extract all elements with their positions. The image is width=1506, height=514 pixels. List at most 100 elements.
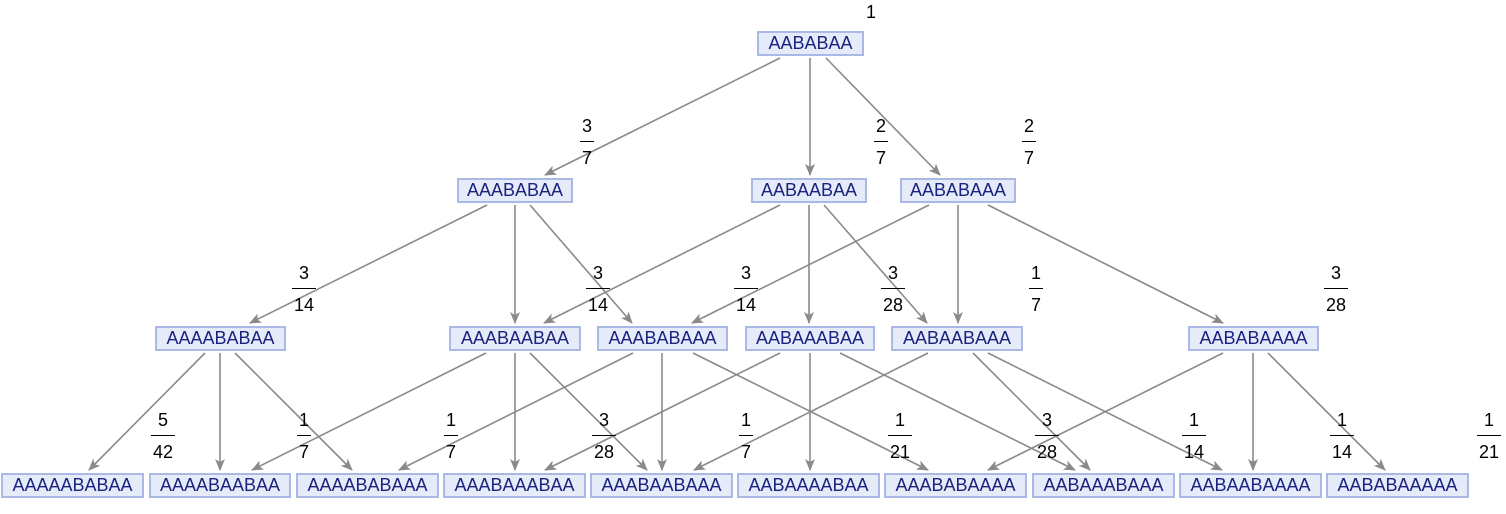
tree-node[interactable]: AAAABABAA (155, 326, 286, 351)
fraction-denominator: 7 (1023, 148, 1035, 168)
tree-node[interactable]: AABAABAAAA (1179, 473, 1322, 498)
fraction-denominator: 14 (735, 295, 757, 315)
tree-node[interactable]: AABABAAAAA (1326, 473, 1469, 498)
tree-node[interactable]: AABAAAABAA (737, 473, 880, 498)
fraction-bar (585, 288, 611, 289)
tree-node[interactable]: AABABAAA (900, 178, 1016, 203)
fraction-bar (887, 435, 913, 436)
tree-node[interactable]: AAABAABAAA (590, 473, 733, 498)
root-probability-label: 1 (865, 2, 877, 22)
fraction-numerator: 2 (875, 116, 887, 136)
fraction-denominator: 14 (293, 295, 315, 315)
edge-arrow (693, 352, 929, 471)
tree-node[interactable]: AAAABAABAA (149, 473, 291, 498)
tree-node[interactable]: AABAAABAAA (1032, 473, 1175, 498)
fraction-numerator: 3 (1330, 263, 1341, 283)
probability-fraction: 1 21 (1476, 410, 1502, 462)
fraction-bar (296, 435, 312, 436)
probability-fraction: 5 42 (150, 410, 176, 462)
probability-fraction: 1 14 (1329, 410, 1355, 462)
fraction-numerator: 1 (740, 410, 752, 430)
fraction-numerator: 1 (1483, 410, 1494, 430)
probability-fraction: 3 14 (291, 263, 317, 315)
fraction-denominator: 28 (593, 442, 615, 462)
probability-fraction: 3 14 (585, 263, 611, 315)
probability-fraction: 3 28 (1323, 263, 1349, 315)
tree-node[interactable]: AABAAABAA (745, 326, 875, 351)
tree-node[interactable]: AABABAAAA (1188, 326, 1319, 351)
fraction-numerator: 3 (1041, 410, 1052, 430)
fraction-denominator: 42 (152, 442, 174, 462)
fraction-numerator: 3 (581, 116, 593, 136)
fraction-denominator: 7 (740, 442, 752, 462)
tree-node[interactable]: AAABABAAAA (884, 473, 1027, 498)
fraction-numerator: 1 (445, 410, 457, 430)
fraction-numerator: 5 (157, 410, 168, 430)
edge-arrow (544, 352, 781, 471)
fraction-bar (1021, 141, 1037, 142)
edge-arrow (398, 352, 634, 471)
fraction-denominator: 28 (1036, 442, 1058, 462)
fraction-numerator: 1 (1188, 410, 1199, 430)
fraction-bar (579, 141, 595, 142)
fraction-numerator: 3 (592, 263, 603, 283)
fraction-bar (1028, 288, 1044, 289)
fraction-bar (738, 435, 754, 436)
fraction-numerator: 3 (740, 263, 751, 283)
fraction-bar (733, 288, 759, 289)
tree-node[interactable]: AABAABAAA (891, 326, 1023, 351)
edge-arrow (529, 204, 633, 324)
fraction-numerator: 1 (894, 410, 905, 430)
fraction-denominator: 14 (1331, 442, 1353, 462)
tree-node[interactable]: AAABABAA (457, 178, 573, 203)
fraction-numerator: 2 (1023, 116, 1035, 136)
fraction-denominator: 14 (587, 295, 609, 315)
fraction-bar (1329, 435, 1355, 436)
tree-node[interactable]: AABAABAA (751, 178, 867, 203)
fraction-denominator: 21 (1478, 442, 1500, 462)
edge-arrow (88, 352, 206, 471)
tree-node[interactable]: AAABAABAA (449, 326, 581, 351)
tree-node[interactable]: AAAABABAAA (296, 473, 439, 498)
fraction-numerator: 1 (1336, 410, 1347, 430)
edge-arrow (972, 352, 1091, 471)
fraction-bar (880, 288, 906, 289)
edge-arrow (823, 204, 928, 324)
fraction-numerator: 3 (887, 263, 898, 283)
fraction-numerator: 1 (1030, 263, 1042, 283)
tree-node[interactable]: AAAAABABAA (1, 473, 144, 498)
fraction-numerator: 3 (298, 263, 309, 283)
tree-node[interactable]: AAABABAAA (597, 326, 728, 351)
edge-arrow (691, 204, 930, 324)
edge-arrow (544, 57, 781, 176)
edge-arrow (251, 352, 487, 471)
fraction-bar (1181, 435, 1207, 436)
fraction-bar (150, 435, 176, 436)
fraction-denominator: 7 (445, 442, 457, 462)
fraction-denominator: 7 (581, 148, 593, 168)
fraction-numerator: 1 (298, 410, 310, 430)
fraction-bar (1323, 288, 1349, 289)
fraction-bar (591, 435, 617, 436)
fraction-denominator: 28 (1325, 295, 1347, 315)
fraction-denominator: 7 (875, 148, 887, 168)
tree-node[interactable]: AAABAAABAA (443, 473, 586, 498)
fraction-bar (873, 141, 889, 142)
edge-arrow (529, 352, 648, 471)
edge-arrow (825, 57, 941, 176)
tree-node[interactable]: AABABAA (757, 31, 864, 56)
edge-arrow (543, 204, 781, 324)
edge-arrow (987, 352, 1224, 471)
fraction-bar (291, 288, 317, 289)
fraction-bar (1034, 435, 1060, 436)
fraction-denominator: 7 (298, 442, 310, 462)
